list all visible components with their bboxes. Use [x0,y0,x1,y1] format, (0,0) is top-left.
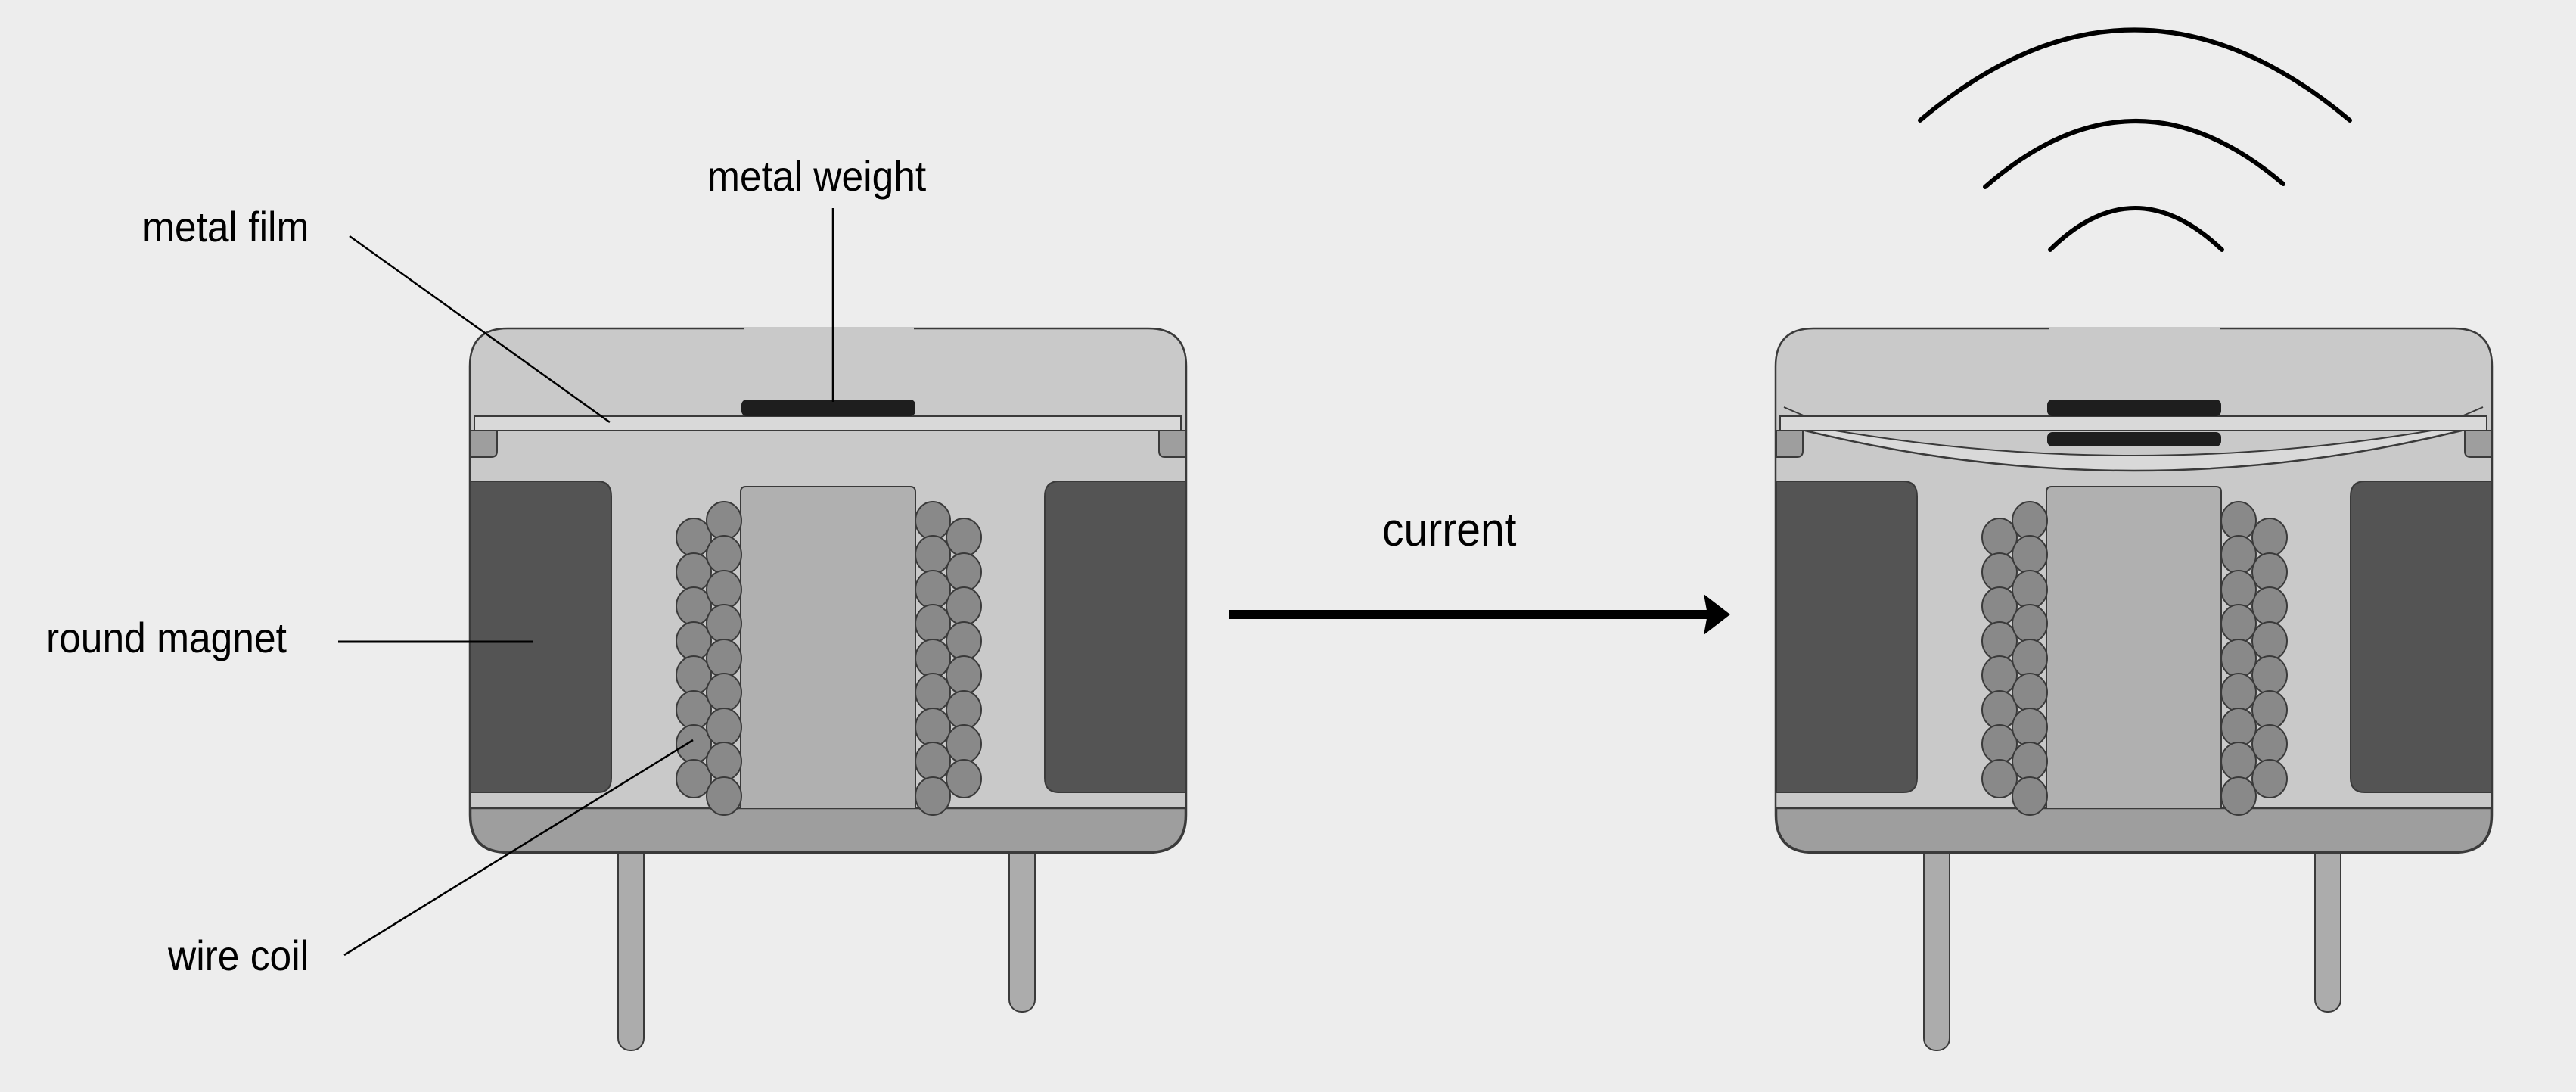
wire-coil-right [915,501,982,816]
metal-film [1779,415,2487,431]
leader-lines [338,208,834,957]
sound-waves-icon [1918,27,2352,252]
label-metal-film: metal film [142,203,309,250]
metal-weight-bottom [2047,432,2221,446]
speaker-energized [1774,327,2494,1052]
label-wire-coil: wire coil [168,932,309,979]
label-round-magnet: round magnet [46,614,287,661]
label-current: current [1382,504,1517,556]
leader-wire-coil [343,739,694,957]
arrow-head-icon [1704,594,1730,635]
label-metal-weight: metal weight [707,152,927,200]
metal-weight [741,400,915,416]
metal-film [474,415,1182,431]
leader-metal-film [349,235,611,424]
metal-weight-top [2047,400,2221,416]
speaker-at-rest [468,327,1188,1052]
wire-coil-left [676,501,742,816]
current-arrow [1229,594,1730,635]
